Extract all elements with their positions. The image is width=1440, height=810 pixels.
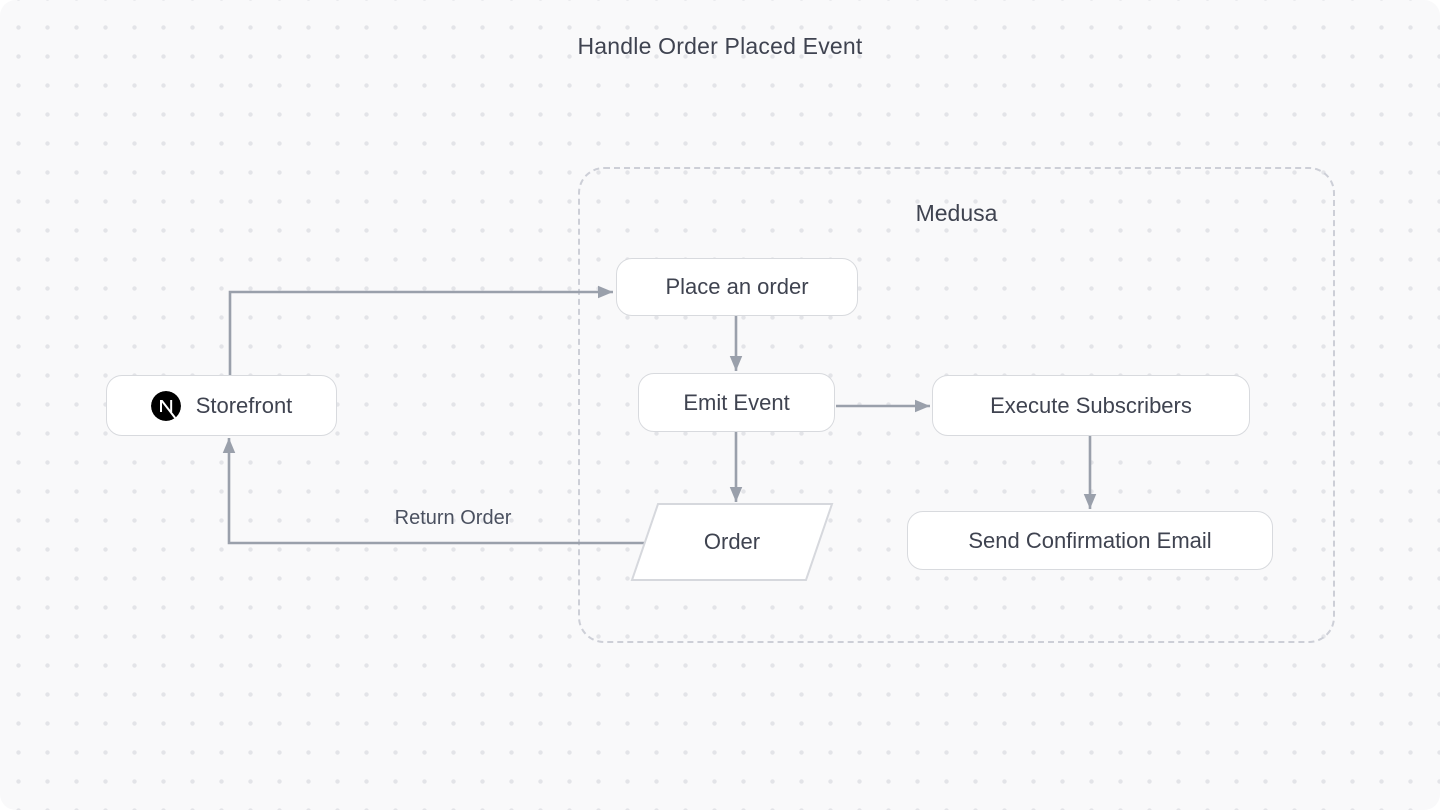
node-storefront-label: Storefront [195, 392, 293, 418]
node-place-an-order: Place an order [616, 258, 858, 316]
node-execute-subscribers: Execute Subscribers [932, 375, 1250, 436]
diagram-title: Handle Order Placed Event [577, 33, 863, 59]
node-send-confirmation-email: Send Confirmation Email [907, 511, 1273, 570]
medusa-container: Medusa [578, 167, 1335, 643]
node-order: Order [658, 504, 806, 580]
edge-label-return-order: Return Order [394, 507, 512, 529]
node-emit-event-label: Emit Event [683, 389, 790, 415]
node-emit-event: Emit Event [638, 373, 835, 432]
node-order-label: Order [703, 529, 761, 554]
nextjs-logo-icon [150, 390, 181, 421]
node-place-an-order-label: Place an order [665, 274, 809, 299]
edge-storefront-to-place-an-order [228, 285, 613, 375]
node-execute-subscribers-label: Execute Subscribers [990, 392, 1192, 418]
medusa-container-label: Medusa [915, 200, 998, 226]
node-storefront: Storefront [106, 375, 337, 436]
node-send-confirmation-email-label: Send Confirmation Email [968, 527, 1212, 553]
